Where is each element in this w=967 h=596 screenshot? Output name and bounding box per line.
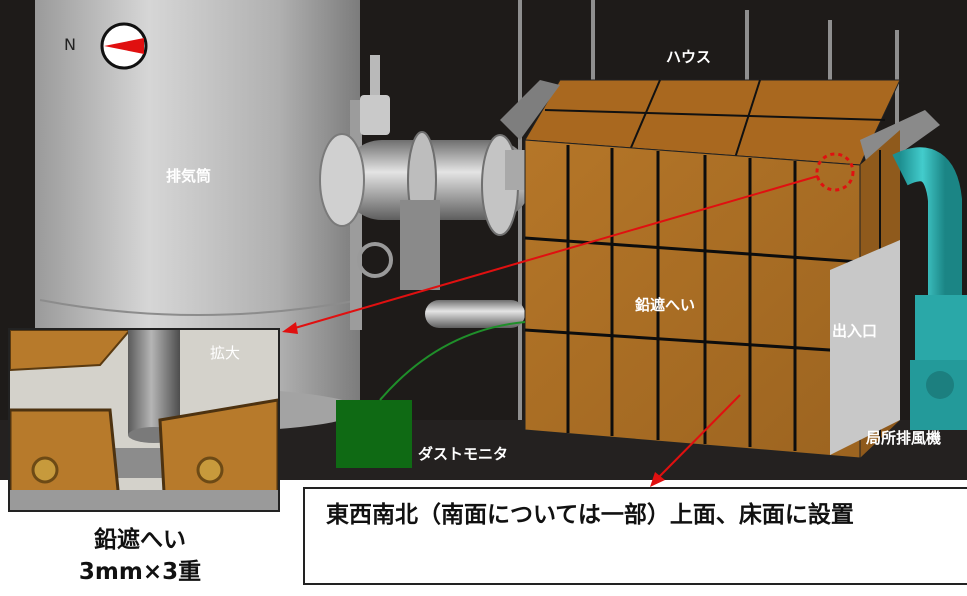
zoom-inset bbox=[8, 328, 280, 512]
caption-line-1: 鉛遮へい bbox=[94, 527, 186, 553]
lead-panel-seams bbox=[524, 145, 861, 451]
dust-monitor-label: ダストモニタ bbox=[418, 445, 509, 463]
stack-label: 排気筒 bbox=[166, 167, 212, 185]
caption-line-2: 3mm×3重 bbox=[78, 559, 202, 585]
entrance-opening bbox=[830, 240, 900, 455]
installation-note-box bbox=[303, 487, 967, 585]
note-arrow bbox=[655, 394, 741, 481]
installation-note-text: 東西南北（南面については一部）上面、床面に設置 bbox=[326, 502, 854, 528]
zoom-label: 拡大 bbox=[210, 344, 241, 362]
pipe-assembly bbox=[319, 55, 535, 328]
zoom-arrow-head bbox=[282, 322, 298, 334]
lead-shield-caption: 鉛遮へい 3mm×3重 bbox=[40, 524, 240, 588]
zoom-inset-drawing bbox=[10, 330, 278, 510]
note-arrow-head bbox=[650, 472, 665, 487]
roof-grid bbox=[544, 79, 886, 159]
lead-shield-label: 鉛遮へい bbox=[635, 296, 696, 314]
zoom-arrow bbox=[287, 175, 819, 331]
zoom-target-marker bbox=[815, 152, 855, 192]
lead-shield-front bbox=[524, 139, 861, 459]
local-exhaust-fan bbox=[892, 147, 967, 430]
dust-monitor-box bbox=[336, 400, 412, 468]
north-label: N bbox=[64, 35, 76, 54]
entrance-label: 出入口 bbox=[832, 322, 878, 340]
dust-monitor-cable bbox=[379, 321, 526, 401]
north-compass bbox=[100, 22, 148, 70]
local-exhaust-label: 局所排風機 bbox=[866, 429, 942, 447]
house-label: ハウス bbox=[666, 48, 712, 66]
roof-plate-left bbox=[500, 80, 560, 140]
